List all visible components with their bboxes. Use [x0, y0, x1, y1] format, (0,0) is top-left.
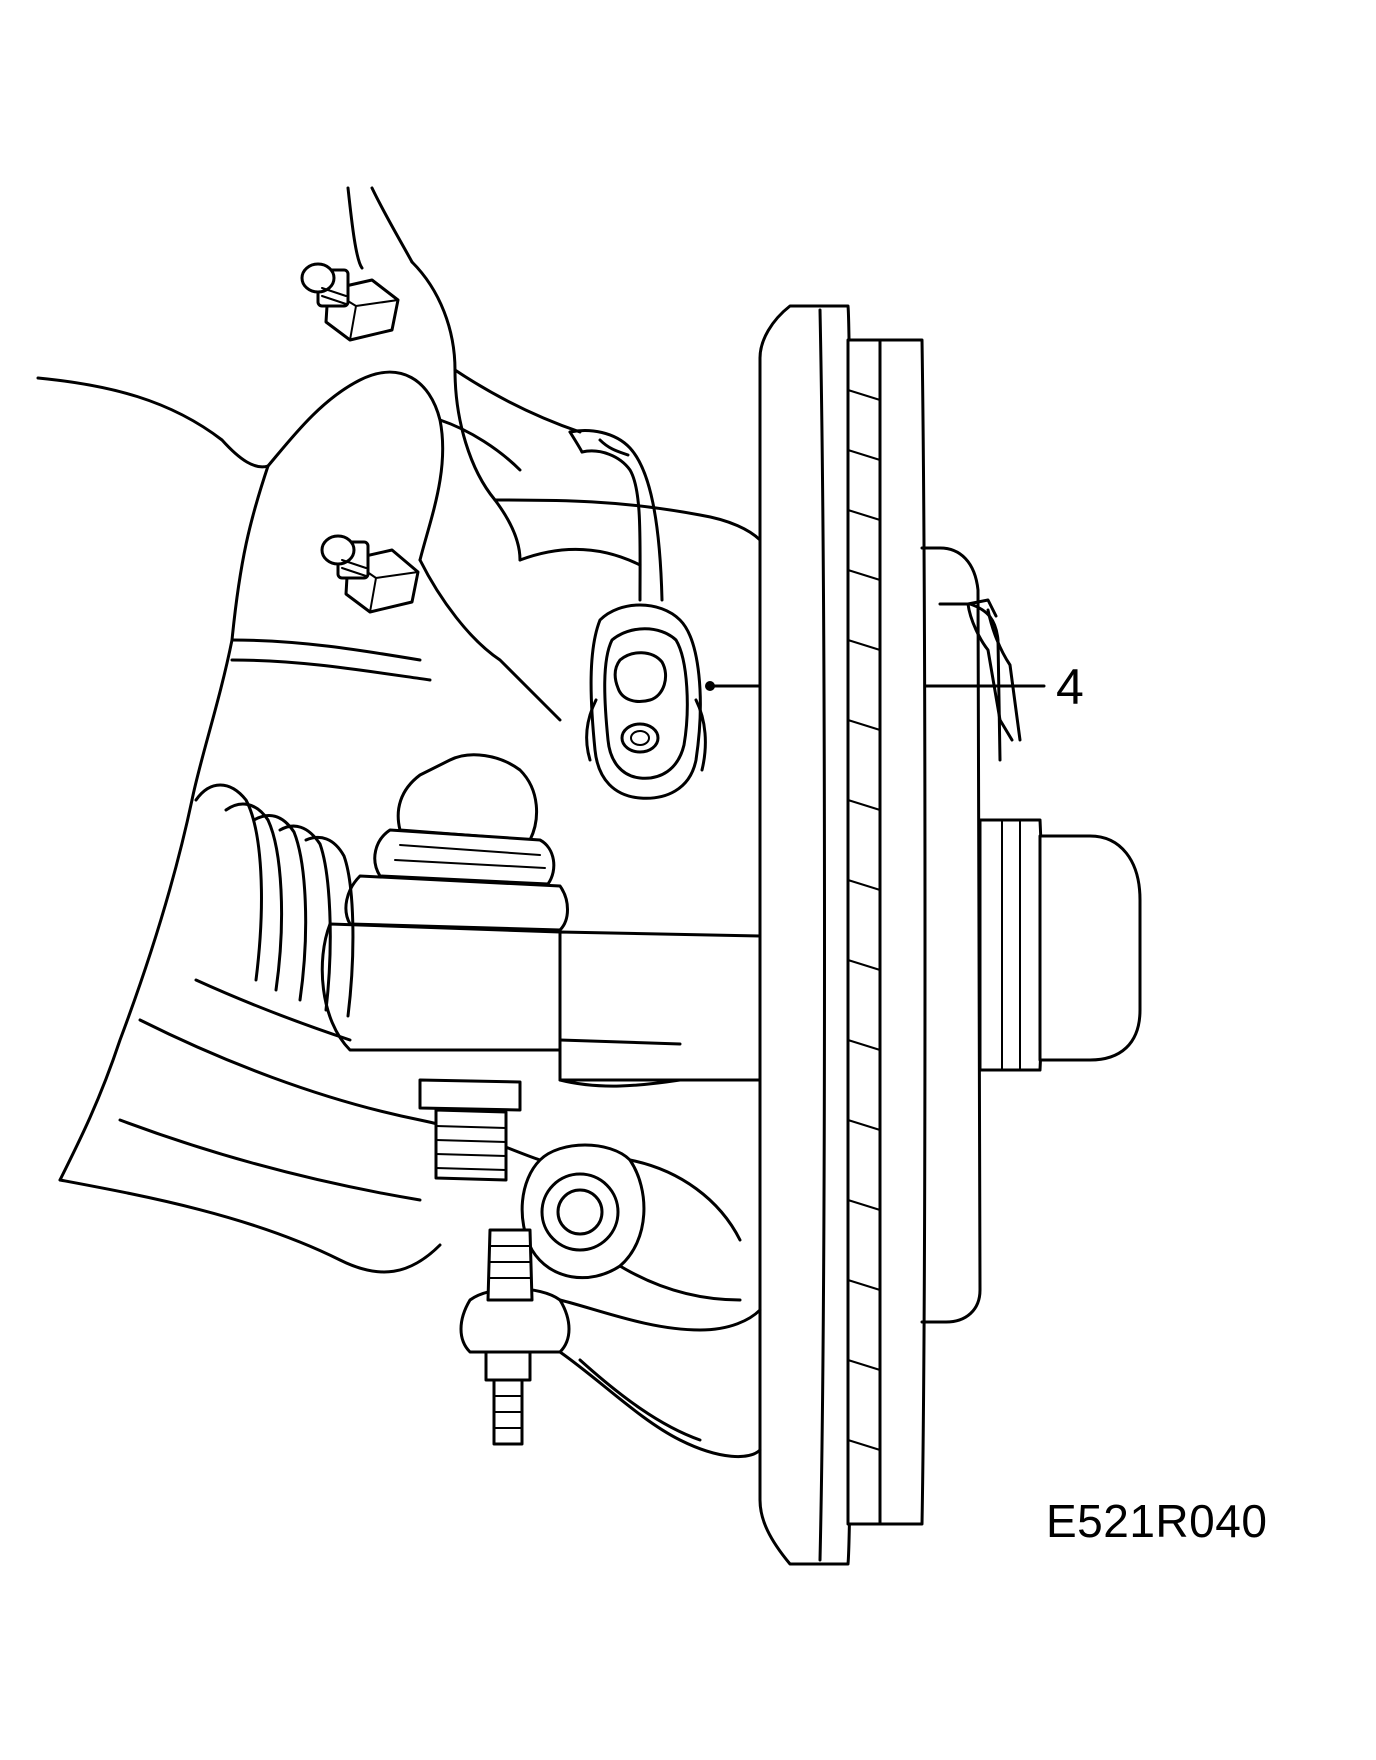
callout-label-4: 4 — [1056, 659, 1084, 715]
abs-sensor — [585, 603, 707, 800]
wheel-hub — [920, 546, 1142, 1324]
tie-rod-end — [320, 753, 762, 1182]
caliper-clip — [966, 598, 1022, 742]
lower-arm-bushing — [520, 1143, 742, 1302]
brake-disc — [758, 304, 927, 1566]
abs-sensor-cable — [568, 429, 664, 602]
body-outline — [36, 186, 542, 1274]
lower-control-arm — [558, 1298, 762, 1459]
upper-stud-nut — [300, 262, 400, 342]
middle-stud-nut — [320, 534, 420, 614]
strut-bracket — [230, 260, 762, 722]
figure-code: E521R040 — [1046, 1495, 1268, 1547]
lower-bolt-nut — [459, 1228, 571, 1446]
drive-shaft-boot — [194, 783, 355, 1042]
